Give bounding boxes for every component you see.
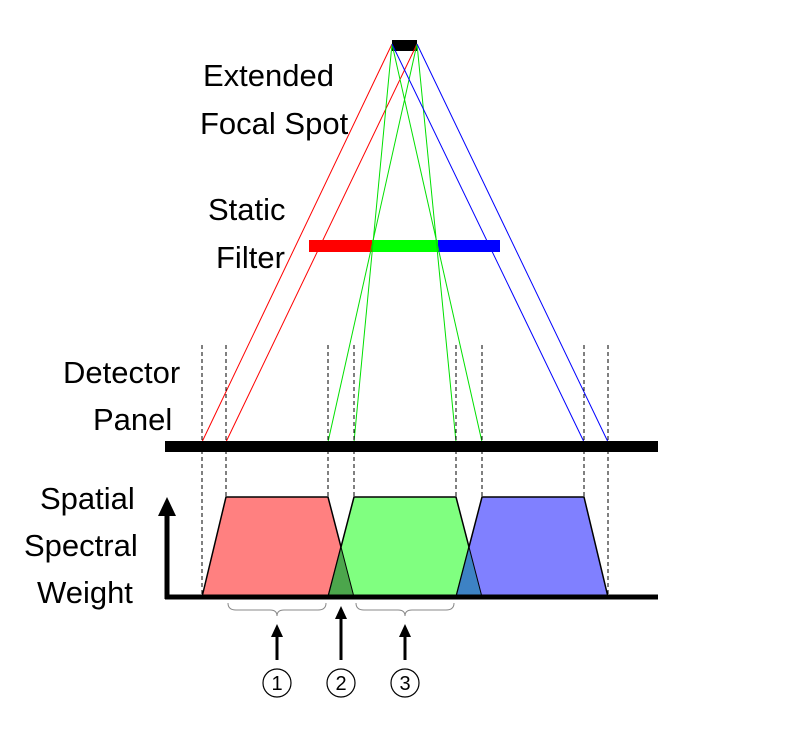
marker-arrowhead-3 — [399, 624, 411, 637]
green-ray-3 — [353, 43, 393, 443]
marker-arrowhead-1 — [271, 624, 283, 637]
marker-arrows — [275, 618, 407, 660]
blue-rays — [391, 43, 609, 443]
label-static: Static — [208, 192, 286, 227]
detector-panel — [165, 441, 658, 452]
blue-ray-inner — [416, 43, 609, 443]
marker-number: 2 — [335, 673, 346, 695]
label-spatial: Spatial — [40, 481, 135, 516]
red-ray-outer — [201, 43, 393, 443]
filter-green-segment — [372, 240, 438, 252]
green-rays — [327, 43, 483, 443]
y-axis-arrowhead — [158, 497, 176, 516]
label-spectral: Spectral — [24, 528, 138, 563]
marker-1: 1 — [262, 668, 292, 698]
brace-1 — [227, 602, 327, 617]
filter-blue-segment — [438, 240, 500, 252]
marker-2: 2 — [326, 668, 356, 698]
marker-arrowhead-2 — [335, 606, 347, 619]
blue-ray-outer — [391, 43, 585, 443]
marker-circle — [262, 668, 292, 698]
label-focal-spot: Focal Spot — [200, 106, 349, 141]
label-detector: Detector — [63, 355, 181, 390]
marker-number: 3 — [399, 673, 410, 695]
marker-number: 1 — [271, 673, 282, 695]
filter-red-segment — [309, 240, 372, 252]
marker-circle — [390, 668, 420, 698]
label-panel: Panel — [93, 402, 173, 437]
green-weight-trapezoid — [327, 496, 483, 598]
marker-3: 3 — [390, 668, 420, 698]
label-filter: Filter — [216, 240, 285, 275]
label-weight: Weight — [37, 575, 133, 610]
blue-weight-trapezoid — [455, 496, 609, 598]
focal-spot — [392, 40, 417, 51]
label-extended: Extended — [203, 58, 334, 93]
marker-circle — [326, 668, 356, 698]
brace-3 — [355, 602, 455, 617]
